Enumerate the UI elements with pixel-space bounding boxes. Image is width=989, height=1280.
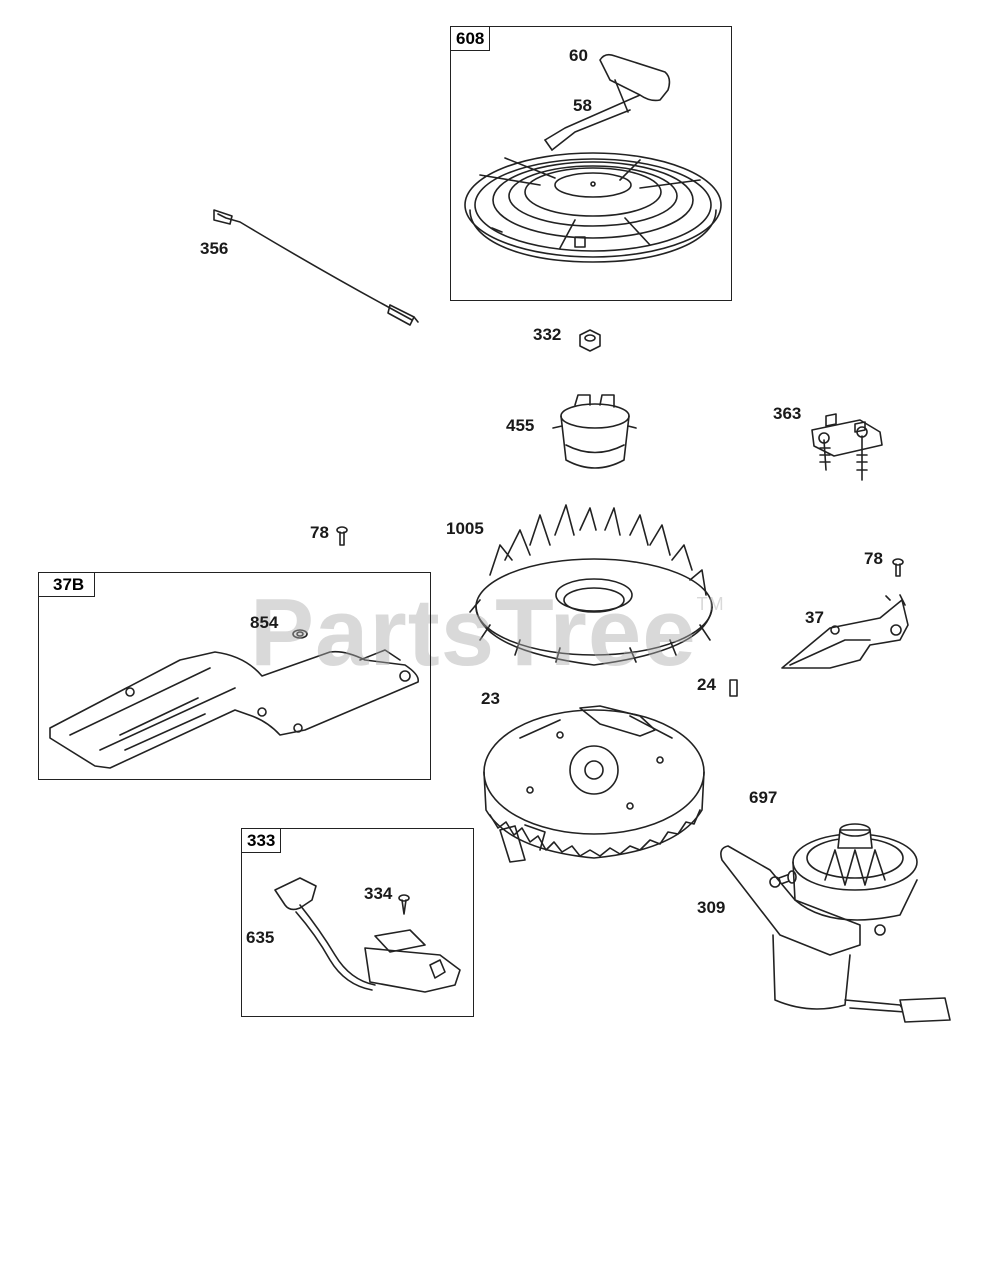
group-608-tag: 608 <box>450 26 491 51</box>
label-58[interactable]: 58 <box>573 96 592 115</box>
label-697[interactable]: 697 <box>749 788 778 807</box>
washer-854-drawing <box>292 629 308 639</box>
group-608-box[interactable]: 608 <box>450 26 732 301</box>
watermark-text: PartsTree <box>250 579 697 686</box>
bracket-drawing <box>811 413 883 481</box>
label-78-right[interactable]: 78 <box>864 549 883 568</box>
flywheel-drawing <box>483 705 705 863</box>
air-vane-drawing <box>49 649 420 769</box>
group-333-box[interactable]: 333 <box>241 828 474 1017</box>
label-356[interactable]: 356 <box>200 239 229 258</box>
starter-cup-drawing <box>552 394 637 469</box>
watermark: PartsTreeTM <box>250 585 725 681</box>
screw-78-right-drawing <box>892 558 904 577</box>
label-78-left[interactable]: 78 <box>310 523 329 542</box>
ground-wire-drawing <box>213 209 419 326</box>
starter-motor-drawing <box>720 823 951 1023</box>
label-332[interactable]: 332 <box>533 325 562 344</box>
fan-drawing <box>469 504 713 666</box>
label-23[interactable]: 23 <box>481 689 500 708</box>
group-37b-box[interactable]: 37B <box>38 572 431 780</box>
governor-link-drawing <box>781 594 909 669</box>
label-60[interactable]: 60 <box>569 46 588 65</box>
label-24[interactable]: 24 <box>697 675 716 694</box>
flywheel-key-drawing <box>729 679 738 697</box>
group-37b-tag: 37B <box>38 572 96 597</box>
label-37[interactable]: 37 <box>805 608 824 627</box>
label-363[interactable]: 363 <box>773 404 802 423</box>
screw-334-drawing <box>398 894 410 915</box>
label-309[interactable]: 309 <box>697 898 726 917</box>
label-1005[interactable]: 1005 <box>446 519 484 538</box>
label-334[interactable]: 334 <box>364 884 393 903</box>
recoil-starter-drawing <box>464 53 722 263</box>
group-333-tag: 333 <box>241 828 282 853</box>
screw-78-left-drawing <box>336 526 348 546</box>
label-455[interactable]: 455 <box>506 416 535 435</box>
trademark-symbol: TM <box>696 594 725 614</box>
flywheel-nut-drawing <box>579 329 601 352</box>
ignition-armature-drawing <box>274 877 461 993</box>
label-635[interactable]: 635 <box>246 928 275 947</box>
label-854[interactable]: 854 <box>250 613 279 632</box>
